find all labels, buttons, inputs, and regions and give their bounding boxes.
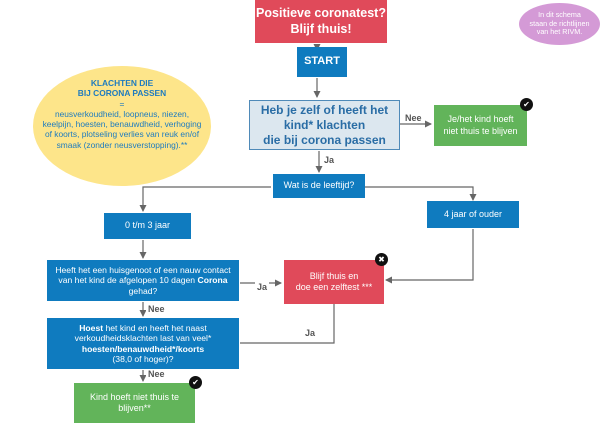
question-age: Wat is de leeftijd? bbox=[273, 174, 365, 198]
question-contact: Heeft het een huisgenoot of een nauw con… bbox=[47, 260, 239, 301]
complaints-bubble: KLACHTEN DIE BIJ CORONA PASSEN = neusver… bbox=[33, 66, 211, 186]
outcome-no-complaints: Je/het kind hoeft niet thuis te blijven bbox=[434, 105, 527, 146]
age-young: 0 t/m 3 jaar bbox=[104, 213, 191, 239]
question-complaints-line3: die bij corona passen bbox=[263, 132, 386, 147]
cross-icon: ✖ bbox=[375, 253, 388, 266]
question-cough-text1: het kind en heeft het naast verkoudheids… bbox=[74, 322, 212, 344]
outcome-test-line2: doe een zelftest *** bbox=[295, 282, 373, 292]
edge-label-nee-cough: Nee bbox=[146, 369, 167, 379]
outcome-stay-not-needed: Kind hoeft niet thuis te blijven** bbox=[74, 383, 195, 423]
age-old: 4 jaar of ouder bbox=[427, 201, 519, 228]
edge-label-nee-contact: Nee bbox=[146, 304, 167, 314]
outcome-test-line1: Blijf thuis en bbox=[309, 270, 359, 281]
question-contact-after: gehad? bbox=[128, 285, 158, 296]
question-cough-text2: (38,0 of hoger)? bbox=[112, 353, 174, 364]
question-complaints-line2: kind* klachten bbox=[283, 117, 366, 132]
rivm-note-line1: In dit schema bbox=[538, 10, 581, 20]
cross-icon-glyph: ✖ bbox=[378, 255, 385, 264]
rivm-note-line2: staan de richtlijnen bbox=[529, 18, 590, 28]
age-old-text: 4 jaar of ouder bbox=[443, 208, 503, 219]
complaints-heading-line2: BIJ CORONA PASSEN bbox=[77, 88, 167, 99]
edge-label-ja-top: Ja bbox=[322, 155, 337, 165]
edge-age-old bbox=[365, 186, 477, 201]
start-label: START bbox=[304, 55, 340, 68]
edge-label-nee-top: Nee bbox=[403, 113, 424, 123]
question-contact-before: Heeft het een huisgenoot of een nauw con… bbox=[55, 265, 231, 286]
edge-old-test bbox=[385, 229, 474, 284]
complaints-heading-line1: KLACHTEN DIE bbox=[90, 78, 154, 88]
check-icon: ✔ bbox=[189, 376, 202, 389]
edge-label-ja-cough: Ja bbox=[303, 328, 318, 338]
outcome-stay-not-needed-text: Kind hoeft niet thuis te blijven** bbox=[89, 391, 180, 413]
question-age-text: Wat is de leeftijd? bbox=[283, 180, 355, 191]
check-icon-glyph: ✔ bbox=[523, 100, 530, 109]
edge-age-young bbox=[139, 186, 271, 212]
outcome-test: Blijf thuis en doe een zelftest *** bbox=[284, 260, 384, 304]
outcome-no-complaints-text: Je/het kind hoeft niet thuis te blijven bbox=[443, 114, 518, 136]
complaints-body: neusverkoudheid, loopneus, niezen, keelp… bbox=[42, 108, 202, 150]
question-complaints: Heb je zelf of heeft het kind* klachten … bbox=[249, 100, 400, 150]
check-icon-glyph: ✔ bbox=[192, 378, 199, 387]
question-cough-bold1: Hoest bbox=[79, 322, 104, 333]
header-title-line1: Positieve coronatest? bbox=[256, 5, 386, 20]
edge-label-ja-contact: Ja bbox=[255, 282, 270, 292]
question-cough-bold2: hoesten/benauwdheid*/koorts bbox=[81, 343, 205, 354]
edge-cough-yes bbox=[240, 286, 338, 344]
rivm-note-bubble: In dit schema staan de richtlijnen van h… bbox=[519, 3, 600, 45]
rivm-note-line3: van het RIVM. bbox=[536, 27, 583, 37]
header-banner: Positieve coronatest? Blijf thuis! bbox=[255, 0, 387, 43]
header-title-line2: Blijf thuis! bbox=[290, 21, 352, 36]
question-contact-bold: Corona bbox=[197, 275, 228, 286]
question-complaints-line1: Heb je zelf of heeft het bbox=[260, 102, 389, 117]
complaints-equals: = bbox=[119, 98, 125, 109]
check-icon: ✔ bbox=[520, 98, 533, 111]
age-young-text: 0 t/m 3 jaar bbox=[124, 220, 171, 231]
start-node: START bbox=[297, 47, 347, 77]
question-cough: Hoest het kind en heeft het naast verkou… bbox=[47, 318, 239, 369]
